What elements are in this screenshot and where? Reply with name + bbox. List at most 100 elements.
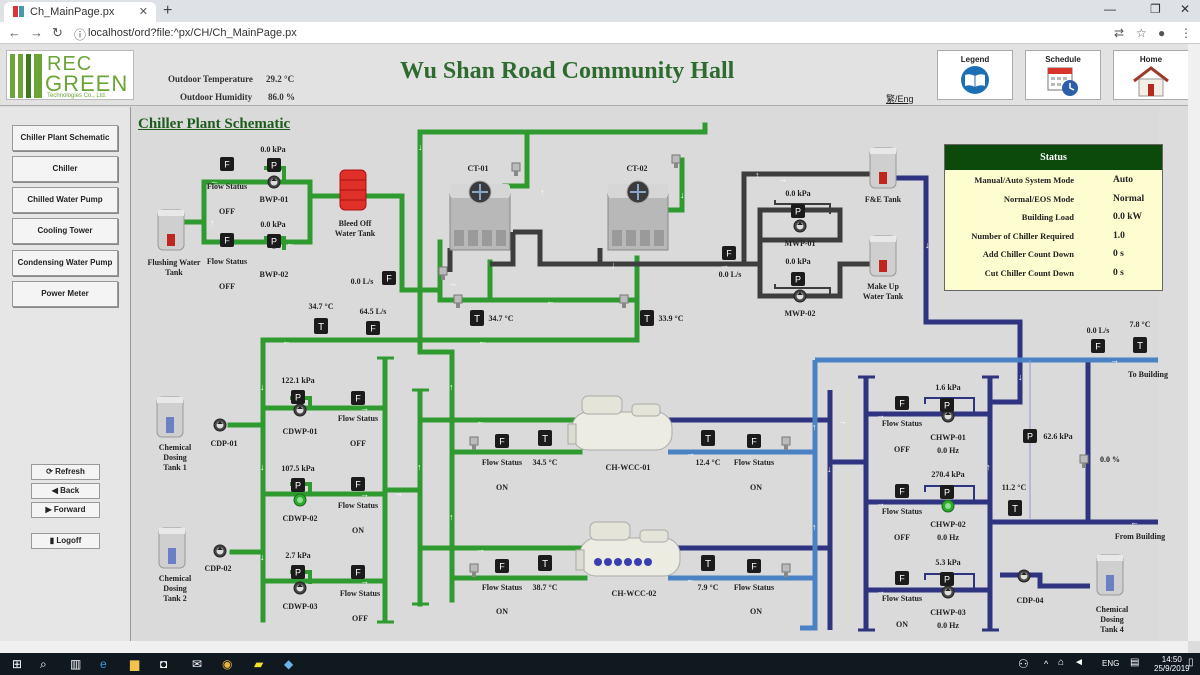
bookmark-star-icon[interactable]: ☆ [1136, 26, 1147, 40]
ct01-label: CT-01 [467, 164, 488, 173]
svg-text:↑: ↑ [210, 218, 215, 228]
svg-text:↓: ↓ [260, 552, 265, 562]
task-view-icon[interactable]: ▥ [70, 657, 82, 671]
menu-dots-icon[interactable]: ⋮ [1180, 26, 1192, 40]
sidebar-item-power-meter[interactable]: Power Meter [12, 281, 118, 307]
notifications-icon[interactable]: ▯ [1188, 657, 1194, 668]
refresh-icon: ⟳ [46, 467, 56, 476]
chiller1-name: CH-WCC-01 [606, 463, 651, 472]
input-language[interactable]: ENG [1102, 659, 1120, 668]
app-icon[interactable]: ◆ [284, 657, 294, 671]
logoff-label: Logoff [56, 536, 82, 545]
browser-tab[interactable]: Ch_MainPage.px ✕ [4, 2, 156, 22]
profile-icon[interactable]: ● [1158, 26, 1166, 40]
chiller-2-icon [575, 521, 681, 577]
sidebar-item-cooling-tower[interactable]: Cooling Tower [12, 218, 118, 244]
svg-text:←: ← [210, 176, 219, 186]
status-value: Auto [1113, 175, 1134, 185]
makeup-tank-label-1: Make Up [867, 282, 899, 291]
cdwp02-name: CDWP-02 [282, 514, 317, 523]
translate-icon[interactable]: ⇄ [1114, 26, 1125, 40]
sidebar-item-chilled-water-pump[interactable]: Chilled Water Pump [12, 187, 118, 213]
sidebar-item-chiller-plant-schematic[interactable]: Chiller Plant Schematic [12, 125, 118, 151]
pump-chwp02-icon [941, 499, 955, 513]
system-clock[interactable]: 14:50 25/9/2019 [1154, 655, 1190, 673]
cdp04-name: CDP-04 [1016, 596, 1043, 605]
sidebar-item-chiller[interactable]: Chiller [12, 156, 118, 182]
dosing4-label-3: Tank 4 [1100, 625, 1124, 634]
maximize-icon[interactable]: ❐ [1150, 2, 1161, 16]
back-button[interactable]: ◀ Back [31, 483, 100, 499]
legend-label: Legend [960, 55, 990, 64]
chwp02-flow-label: Flow Status [882, 507, 922, 516]
svg-text:←: ← [686, 574, 695, 584]
close-window-icon[interactable]: ✕ [1180, 2, 1191, 16]
forward-arrow-icon[interactable]: → [30, 25, 43, 40]
svg-text:→: → [778, 174, 787, 184]
mail-icon[interactable]: ✉ [192, 657, 203, 671]
reload-icon[interactable]: ↻ [52, 25, 63, 40]
ct-return-temp: 34.7 °C [489, 314, 514, 323]
language-toggle[interactable]: 繁/Eng [886, 94, 914, 104]
dosing2-label-2: Dosing [163, 584, 187, 593]
status-label: Add Chiller Count Down [982, 249, 1074, 260]
cdwp03-name: CDWP-03 [282, 602, 317, 611]
sticky-notes-icon[interactable]: ▰ [254, 657, 264, 671]
search-icon[interactable]: ⌕ [40, 657, 47, 671]
mwp01-name: MWP-01 [784, 239, 815, 248]
chrome-icon[interactable]: ◉ [222, 657, 233, 671]
store-icon[interactable]: ◘ [160, 657, 168, 671]
horizontal-scrollbar[interactable] [0, 641, 1188, 653]
pump-mwp02-icon [793, 289, 807, 303]
url-field[interactable]: localhost/ord?file:^px/CH/Ch_MainPage.px [88, 27, 297, 39]
chiller1-chw-temp: 12.4 °C [696, 458, 721, 467]
flushing-water-tank-icon [157, 209, 185, 251]
windows-start-icon[interactable]: ⊞ [12, 657, 23, 671]
logoff-button[interactable]: ▮ Logoff [31, 533, 100, 549]
sidebar-item-condensing-water-pump[interactable]: Condensing Water Pump [12, 250, 118, 276]
edge-icon[interactable]: e [100, 657, 107, 671]
tab-title: Ch_MainPage.px [30, 6, 115, 18]
keyboard-icon[interactable]: ▤ [1130, 657, 1140, 668]
dosing-tank-2-icon [158, 527, 186, 569]
forward-button[interactable]: ▶ Forward [31, 502, 100, 518]
vertical-scrollbar[interactable] [1188, 44, 1200, 641]
status-value: 0 s [1113, 249, 1124, 260]
building-return-temp: 11.2 °C [1002, 483, 1027, 492]
chwp01-flow-status: OFF [894, 445, 910, 454]
taskbar: ⊞ ⌕ ▥ e ▆ ◘ ✉ ◉ ▰ ◆ ⚇ ^ ⌂ ◄ ENG ▤ 14:50 … [0, 653, 1200, 675]
refresh-button[interactable]: ⟳ Refresh [31, 464, 100, 480]
back-arrow-icon[interactable]: ← [8, 25, 21, 40]
svg-text:↓: ↓ [680, 190, 685, 200]
schedule-button[interactable]: Schedule [1025, 50, 1101, 100]
dosing1-label-3: Tank 1 [163, 463, 187, 472]
chwp03-frequency: 0.0 Hz [937, 621, 959, 630]
back-icon: ◀ [51, 486, 61, 495]
chwp02-frequency: 0.0 Hz [937, 533, 959, 542]
close-tab-icon[interactable]: ✕ [138, 6, 148, 18]
people-icon[interactable]: ⚇ [1018, 657, 1029, 671]
network-icon[interactable]: ⌂ [1058, 657, 1065, 668]
legend-button[interactable]: Legend [937, 50, 1013, 100]
show-hidden-icons[interactable]: ^ [1044, 659, 1049, 669]
bwp01-pressure: 0.0 kPa [260, 145, 285, 154]
status-value: 1.0 [1113, 230, 1125, 241]
ct-makeup-flow: 0.0 L/s [351, 277, 374, 286]
logo-text-rec: REC [47, 53, 93, 75]
home-button[interactable]: Home [1113, 50, 1189, 100]
bleed-off-tank-icon [339, 169, 367, 211]
file-explorer-icon[interactable]: ▆ [130, 657, 140, 671]
chiller1-chw-flow-status: ON [750, 483, 762, 492]
outdoor-humidity-label: Outdoor Humidity [180, 92, 253, 102]
cdwp02-flow-label: Flow Status [338, 501, 378, 510]
chwp03-flow-label: Flow Status [882, 594, 922, 603]
minimize-icon[interactable]: — [1104, 2, 1116, 16]
cdwp03-flow-label: Flow Status [340, 589, 380, 598]
status-label: Number of Chiller Required [971, 230, 1074, 241]
chiller2-cd-flow-label: Flow Status [482, 583, 522, 592]
status-value: Normal [1113, 193, 1145, 204]
info-icon[interactable]: ⓘ [74, 28, 87, 42]
flushing-tank-label-2: Tank [165, 268, 183, 277]
volume-icon[interactable]: ◄ [1074, 657, 1084, 668]
new-tab-icon[interactable]: + [163, 2, 173, 19]
